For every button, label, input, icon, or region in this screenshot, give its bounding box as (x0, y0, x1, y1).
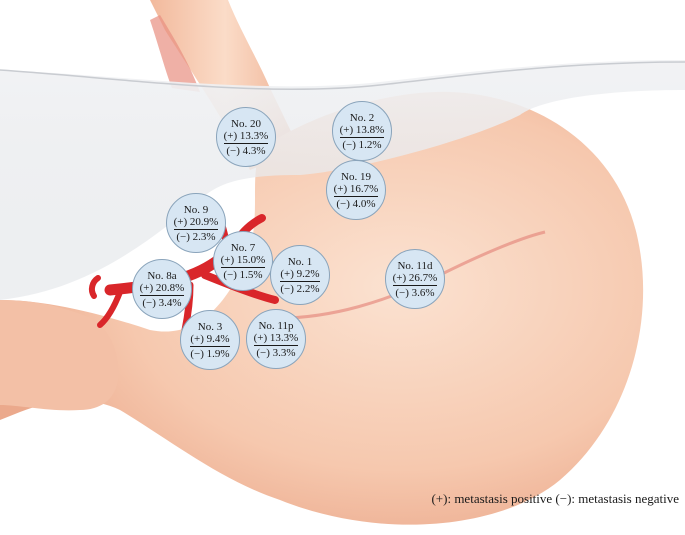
lymph-node-station-19: No. 19 (+) 16.7% (−) 4.0% (326, 160, 386, 220)
node-positive-rate: (+) 26.7% (393, 272, 438, 286)
node-label: No. 7 (231, 242, 255, 254)
node-positive-rate: (+) 16.7% (334, 183, 379, 197)
lymph-node-station-7: No. 7 (+) 15.0% (−) 1.5% (213, 231, 273, 291)
node-label: No. 9 (184, 204, 208, 216)
node-positive-rate: (+) 9.4% (190, 333, 229, 347)
node-negative-rate: (−) 1.9% (190, 348, 229, 360)
node-positive-rate: (+) 13.3% (254, 332, 299, 346)
node-positive-rate: (+) 13.8% (340, 124, 385, 138)
node-positive-rate: (+) 9.2% (280, 268, 319, 282)
node-negative-rate: (−) 1.5% (223, 269, 262, 281)
node-label: No. 11d (397, 260, 432, 272)
node-negative-rate: (−) 3.4% (142, 297, 181, 309)
legend: (+): metastasis positive (−): metastasis… (431, 491, 679, 507)
node-label: No. 11p (258, 320, 293, 332)
node-label: No. 3 (198, 321, 222, 333)
lymph-node-station-20: No. 20 (+) 13.3% (−) 4.3% (216, 107, 276, 167)
node-positive-rate: (+) 13.3% (224, 130, 269, 144)
lymph-node-station-2: No. 2 (+) 13.8% (−) 1.2% (332, 101, 392, 161)
lymph-node-station-1: No. 1 (+) 9.2% (−) 2.2% (270, 245, 330, 305)
lymph-node-station-11p: No. 11p (+) 13.3% (−) 3.3% (246, 309, 306, 369)
node-negative-rate: (−) 4.3% (226, 145, 265, 157)
node-negative-rate: (−) 2.3% (176, 231, 215, 243)
node-negative-rate: (−) 3.3% (256, 347, 295, 359)
lymph-node-station-11d: No. 11d (+) 26.7% (−) 3.6% (385, 249, 445, 309)
node-positive-rate: (+) 20.9% (174, 216, 219, 230)
node-negative-rate: (−) 4.0% (336, 198, 375, 210)
node-label: No. 2 (350, 112, 374, 124)
node-label: No. 8a (147, 270, 176, 282)
lymph-node-station-3: No. 3 (+) 9.4% (−) 1.9% (180, 310, 240, 370)
node-label: No. 1 (288, 256, 312, 268)
lymph-node-station-8a: No. 8a (+) 20.8% (−) 3.4% (132, 259, 192, 319)
node-negative-rate: (−) 2.2% (280, 283, 319, 295)
node-label: No. 20 (231, 118, 261, 130)
node-positive-rate: (+) 20.8% (140, 282, 185, 296)
node-positive-rate: (+) 15.0% (221, 254, 266, 268)
node-label: No. 19 (341, 171, 371, 183)
node-negative-rate: (−) 1.2% (342, 139, 381, 151)
node-negative-rate: (−) 3.6% (395, 287, 434, 299)
